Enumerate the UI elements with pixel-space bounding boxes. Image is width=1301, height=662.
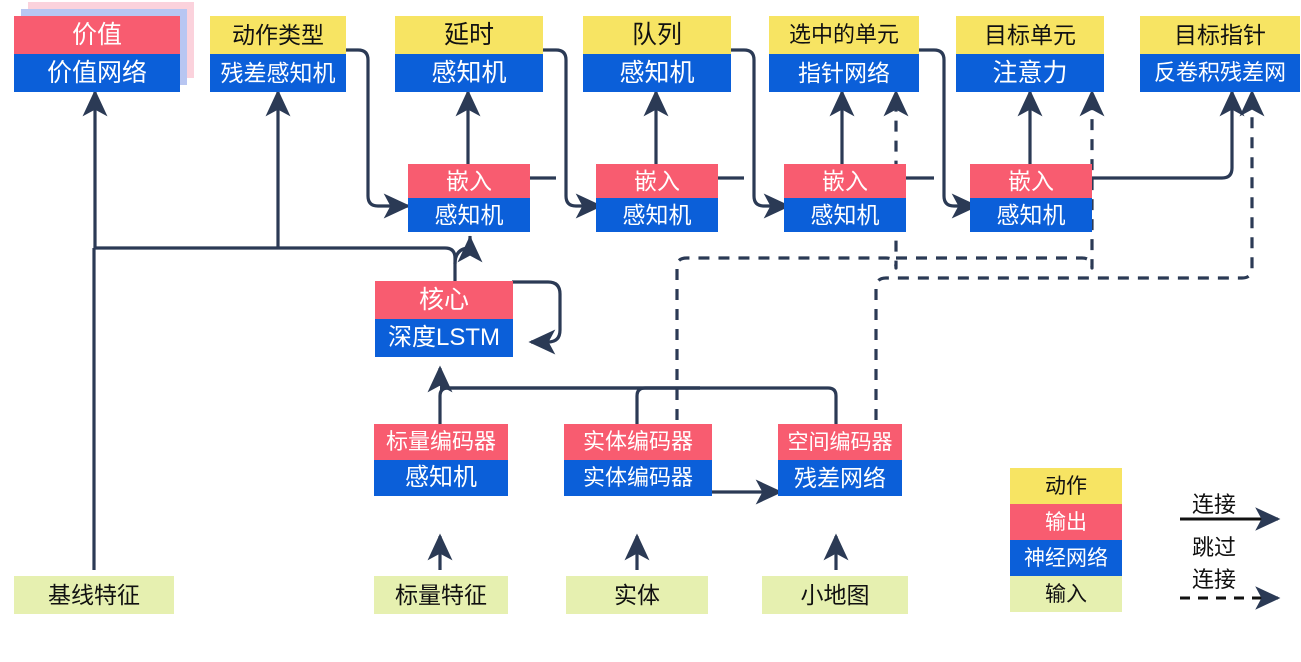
encoder-scalar-network: 感知机 — [374, 460, 508, 496]
legend-swatch-stack: 动作 输出 神经网络 输入 — [1010, 468, 1122, 612]
embedding-2-network: 感知机 — [596, 198, 718, 232]
legend-swatch-network: 神经网络 — [1010, 540, 1122, 576]
input-minimap[interactable]: 小地图 — [762, 576, 908, 614]
head-value-network: 价值网络 — [14, 54, 180, 92]
encoder-scalar-output: 标量编码器 — [374, 424, 508, 460]
head-target-point-network: 反卷积残差网 — [1140, 54, 1300, 92]
encoder-entity-output: 实体编码器 — [564, 424, 712, 460]
embedding-3-network: 感知机 — [784, 198, 906, 232]
encoder-entity[interactable]: 实体编码器 实体编码器 — [564, 424, 712, 496]
head-selected-units-action: 选中的单元 — [769, 16, 919, 54]
embedding-4-network: 感知机 — [970, 198, 1092, 232]
embedding-4-output: 嵌入 — [970, 164, 1092, 198]
encoder-scalar[interactable]: 标量编码器 感知机 — [374, 424, 508, 496]
head-delay[interactable]: 延时 感知机 — [395, 16, 543, 92]
legend-connection-label: 连接 — [1192, 492, 1237, 517]
embedding-1[interactable]: 嵌入 感知机 — [408, 164, 530, 232]
head-selected-units-network: 指针网络 — [769, 54, 919, 92]
head-queue-network: 感知机 — [583, 54, 731, 92]
embedding-3-output: 嵌入 — [784, 164, 906, 198]
head-target-point[interactable]: 目标指针 反卷积残差网 — [1140, 16, 1300, 92]
head-target-point-action: 目标指针 — [1140, 16, 1300, 54]
head-delay-action: 延时 — [395, 16, 543, 54]
core-module[interactable]: 核心 深度LSTM — [375, 281, 513, 357]
embedding-2[interactable]: 嵌入 感知机 — [596, 164, 718, 232]
head-target-unit[interactable]: 目标单元 注意力 — [956, 16, 1104, 92]
head-target-unit-action: 目标单元 — [956, 16, 1104, 54]
head-selected-units[interactable]: 选中的单元 指针网络 — [769, 16, 919, 92]
input-entities[interactable]: 实体 — [566, 576, 708, 614]
core-output-label: 核心 — [375, 281, 513, 319]
embedding-4[interactable]: 嵌入 感知机 — [970, 164, 1092, 232]
encoder-spatial[interactable]: 空间编码器 残差网络 — [778, 424, 902, 496]
embedding-2-output: 嵌入 — [596, 164, 718, 198]
head-value-action: 价值 — [14, 16, 180, 54]
head-action-type-network: 残差感知机 — [210, 54, 346, 92]
legend-swatch-action: 动作 — [1010, 468, 1122, 504]
input-baseline-features[interactable]: 基线特征 — [14, 576, 174, 614]
legend-skip-label-line2: 连接 — [1192, 567, 1237, 592]
head-action-type-action: 动作类型 — [210, 16, 346, 54]
head-target-unit-network: 注意力 — [956, 54, 1104, 92]
head-queue-action: 队列 — [583, 16, 731, 54]
head-action-type[interactable]: 动作类型 残差感知机 — [210, 16, 346, 92]
encoder-entity-network: 实体编码器 — [564, 460, 712, 496]
encoder-spatial-network: 残差网络 — [778, 460, 902, 496]
embedding-1-output: 嵌入 — [408, 164, 530, 198]
embedding-3[interactable]: 嵌入 感知机 — [784, 164, 906, 232]
legend-skip-label-line1: 跳过 — [1192, 535, 1237, 560]
embedding-1-network: 感知机 — [408, 198, 530, 232]
head-queue[interactable]: 队列 感知机 — [583, 16, 731, 92]
legend-swatch-input: 输入 — [1010, 576, 1122, 612]
input-scalar-features[interactable]: 标量特征 — [374, 576, 508, 614]
head-value[interactable]: 价值 价值网络 — [14, 2, 194, 92]
core-network-label: 深度LSTM — [375, 319, 513, 357]
encoder-spatial-output: 空间编码器 — [778, 424, 902, 460]
legend-swatch-output: 输出 — [1010, 504, 1122, 540]
head-delay-network: 感知机 — [395, 54, 543, 92]
